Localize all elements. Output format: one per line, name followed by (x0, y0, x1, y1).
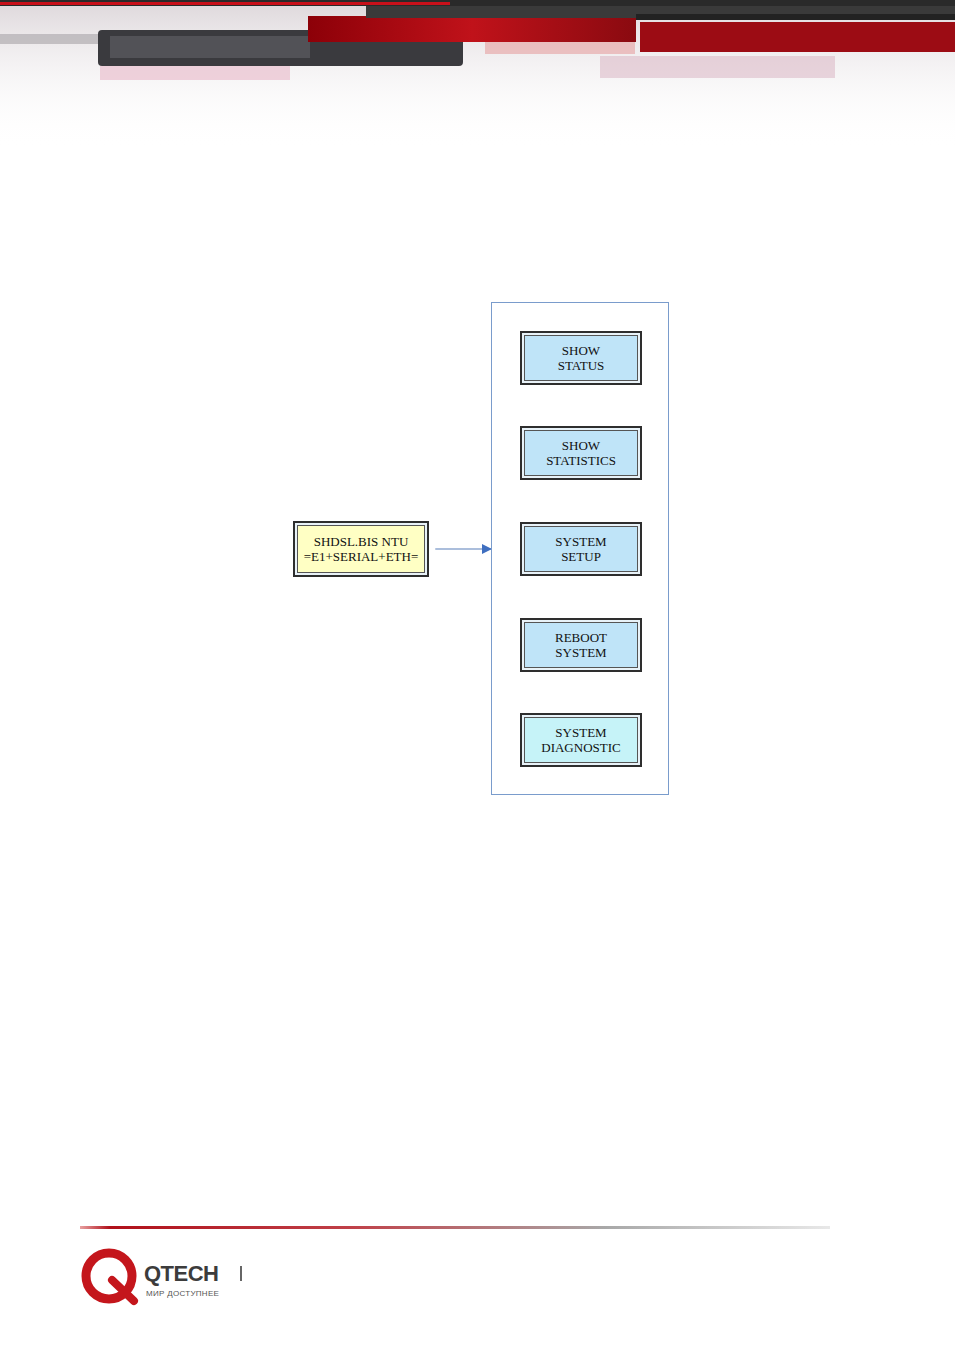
logo-text: QTECH (144, 1262, 219, 1286)
header-bar (100, 66, 290, 80)
menu-box: SHOW STATISTICS (520, 426, 642, 480)
footer-line (80, 1226, 830, 1229)
header-bar (110, 36, 310, 58)
header-bar (485, 42, 635, 54)
header-bar (308, 16, 636, 42)
menu-box: SYSTEM DIAGNOSTIC (520, 713, 642, 767)
box-label: SYSTEM SETUP (538, 534, 624, 564)
header-glow (0, 0, 955, 150)
menu-frame: SHOW STATUS SHOW STATISTICS SYSTEM SETUP RE… (491, 302, 669, 795)
arrow-connector (435, 548, 491, 550)
box-label: SYSTEM DIAGNOSTIC (538, 725, 624, 755)
header-bar (600, 56, 835, 78)
box-label: SHOW STATISTICS (538, 438, 624, 468)
logo-mark (86, 1253, 134, 1301)
device-box: SHDSL.BIS NTU =E1+SERIAL+ETH= (293, 521, 430, 577)
box-label: REBOOT SYSTEM (538, 630, 624, 660)
box-label: SHDSL.BIS NTU =E1+SERIAL+ETH= (302, 534, 420, 564)
header-bar (640, 22, 955, 52)
header-bar (0, 2, 450, 5)
menu-box: REBOOT SYSTEM (520, 618, 642, 672)
header-bar (636, 14, 955, 20)
menu-box: SYSTEM SETUP (520, 522, 642, 576)
logo-divider (240, 1266, 242, 1281)
header-bar (0, 0, 955, 6)
logo-tagline: МИР ДОСТУПНЕЕ (146, 1289, 219, 1299)
box-label: SHOW STATUS (538, 343, 624, 373)
menu-box: SHOW STATUS (520, 331, 642, 385)
